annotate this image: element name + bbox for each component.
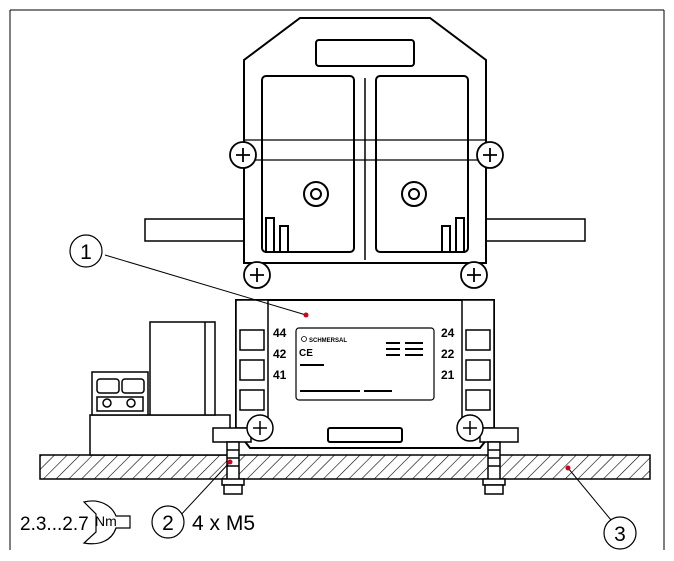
nameplate: SCHMERSAL CE	[295, 327, 435, 401]
auxiliary-block	[89, 321, 231, 456]
nameplate-brand: SCHMERSAL	[309, 338, 347, 344]
callout-number: 3	[614, 523, 626, 546]
leader-dot-3	[565, 465, 571, 471]
callout-2: 2 4 x M5	[151, 505, 255, 539]
torque-wrench-icon	[82, 500, 131, 545]
leader-dots	[227, 312, 571, 471]
torque-unit: Nm	[95, 513, 117, 529]
mounting-plate	[39, 454, 651, 480]
mounting-bolts	[212, 414, 519, 495]
callout-3: 3	[603, 516, 637, 550]
drawing-frame	[9, 9, 665, 550]
torque-spec: 2.3...2.7 Nm	[20, 500, 131, 545]
leader-dot-2	[227, 459, 233, 465]
terminal-label: 41	[273, 368, 287, 382]
torque-value: 2.3...2.7	[20, 514, 89, 535]
screw-heads	[229, 141, 504, 289]
terminal-label: 22	[441, 347, 455, 361]
terminal-labels-right: 24 22 21	[441, 326, 455, 382]
leader-dot-1	[303, 312, 309, 318]
bolt-spec-text: 4 x M5	[192, 512, 255, 535]
callout-number: 2	[162, 512, 174, 535]
callout-1: 1	[69, 234, 103, 268]
terminal-labels-left: 44 42 41	[273, 326, 287, 382]
terminal-label: 42	[273, 347, 287, 361]
ce-mark: CE	[299, 348, 313, 359]
terminal-label: 44	[273, 326, 287, 340]
terminal-label: 24	[441, 326, 455, 340]
terminal-label: 21	[441, 368, 455, 382]
leader-lines	[104, 254, 612, 521]
callout-number: 1	[80, 241, 92, 264]
terminal-columns	[235, 299, 495, 429]
